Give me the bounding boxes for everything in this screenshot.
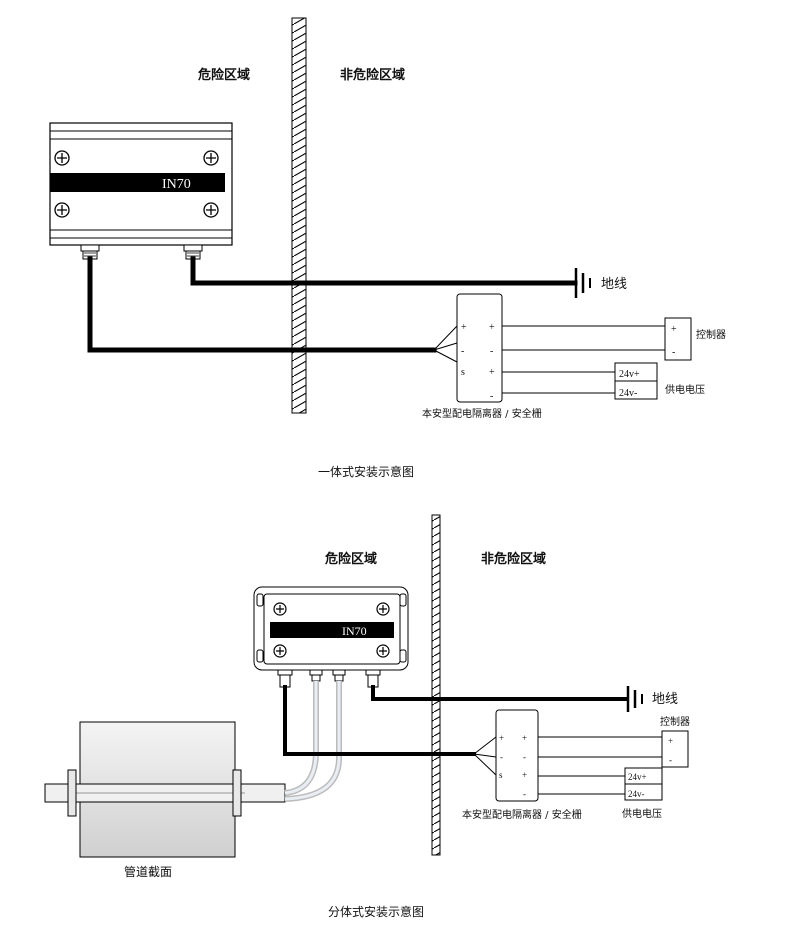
bottom-cable-gland-icon-2 [309, 669, 323, 682]
top-wall-barrier [291, 17, 307, 414]
bottom-pipe-label: 管道截面 [124, 864, 172, 879]
top-diagram: 危险区域 非危险区域 IN70 [49, 17, 726, 479]
bottom-ground-icon [626, 686, 643, 712]
bottom-term-in-plus: + [499, 733, 504, 743]
top-hazard-label: 危险区域 [198, 67, 250, 83]
bottom-cable-gland-icon-3 [332, 669, 346, 682]
top-screw-icon-2 [203, 150, 219, 166]
bottom-term-in-s: s [499, 770, 503, 780]
bottom-safety-barrier: + - s + - + - [495, 709, 539, 802]
top-ground-wire [190, 256, 578, 286]
bottom-power-wires [538, 775, 625, 795]
bottom-power-supply: 24v+ 24v- [624, 767, 663, 801]
bottom-ctrl-minus: - [669, 755, 672, 765]
bottom-signal-wire [283, 685, 476, 756]
top-term-in-plus: + [461, 322, 467, 333]
top-power-minus: 24v- [619, 388, 637, 399]
bottom-power-label: 供电电压 [622, 807, 662, 820]
bottom-cable-gland-icon-1 [277, 669, 293, 688]
bottom-term-out-minus-1: - [523, 752, 526, 762]
bottom-ground-label: 地线 [652, 692, 678, 707]
bottom-term-out-plus-1: + [522, 733, 527, 743]
bottom-screw-icon-1 [273, 602, 287, 616]
bottom-cable-gland-icon-4 [365, 669, 381, 688]
bottom-controller: + - [661, 730, 689, 768]
top-term-out-plus-1: + [489, 322, 495, 333]
top-safety-barrier: + - s + - + - [456, 293, 503, 403]
bottom-power-minus: 24v- [628, 789, 645, 799]
bottom-sensor-cable-1-core [284, 681, 318, 795]
top-device-name: IN70 [162, 177, 191, 192]
top-power-plus: 24v+ [619, 369, 640, 380]
bottom-signal-fan [473, 736, 497, 776]
top-controller: + - [664, 317, 692, 361]
top-device-nameplate [50, 173, 225, 192]
top-screw-icon-3 [54, 202, 70, 218]
bottom-term-out-minus-2: - [523, 789, 526, 799]
bottom-ground-wire [371, 685, 629, 701]
bottom-sensor-cable-2-core [284, 681, 341, 801]
top-power-label: 供电电压 [665, 383, 705, 396]
top-controller-label: 控制器 [696, 328, 726, 341]
bottom-in70-device: IN70 [253, 586, 409, 688]
top-power-supply: 24v+ 24v- [614, 362, 658, 400]
top-ctrl-minus: - [672, 347, 675, 358]
bottom-wall-barrier [431, 514, 441, 856]
top-safe-label: 非危险区域 [340, 67, 405, 83]
top-in70-device: IN70 [49, 122, 233, 260]
bottom-barrier-label: 本安型配电隔离器 / 安全栅 [462, 808, 582, 821]
bottom-hazard-label: 危险区域 [325, 551, 377, 567]
bottom-ctrl-wires [538, 736, 662, 758]
top-ctrl-plus: + [671, 324, 677, 335]
top-power-wires [502, 371, 615, 394]
top-screw-icon-4 [203, 202, 219, 218]
bottom-pipe-section [44, 721, 286, 858]
top-caption: 一体式安装示意图 [318, 464, 414, 479]
top-term-in-s: s [461, 367, 465, 378]
top-barrier-label: 本安型配电隔离器 / 安全栅 [422, 407, 542, 420]
bottom-safe-label: 非危险区域 [481, 551, 546, 567]
bottom-device-name: IN70 [342, 624, 367, 638]
bottom-screw-icon-2 [376, 602, 390, 616]
top-term-out-minus-2: - [490, 391, 493, 402]
top-term-out-plus-2: + [489, 367, 495, 378]
top-term-out-minus-1: - [490, 346, 493, 357]
bottom-diagram: 危险区域 非危险区域 IN70 [44, 514, 690, 919]
top-screw-icon-1 [54, 150, 70, 166]
top-signal-wire [87, 256, 437, 353]
bottom-screw-icon-4 [376, 644, 390, 658]
top-ground-label: 地线 [601, 277, 627, 292]
top-ctrl-wires [502, 325, 665, 351]
bottom-term-in-minus: - [500, 752, 503, 762]
bottom-controller-label: 控制器 [660, 715, 690, 728]
bottom-ctrl-plus: + [668, 736, 673, 746]
top-term-in-minus: - [461, 346, 464, 357]
bottom-power-plus: 24v+ [628, 772, 647, 782]
top-signal-fan [433, 325, 458, 363]
bottom-caption: 分体式安装示意图 [328, 904, 424, 919]
top-ground-icon [574, 268, 591, 298]
bottom-term-out-plus-2: + [522, 770, 527, 780]
bottom-screw-icon-3 [273, 644, 287, 658]
bottom-device-nameplate [270, 622, 394, 638]
